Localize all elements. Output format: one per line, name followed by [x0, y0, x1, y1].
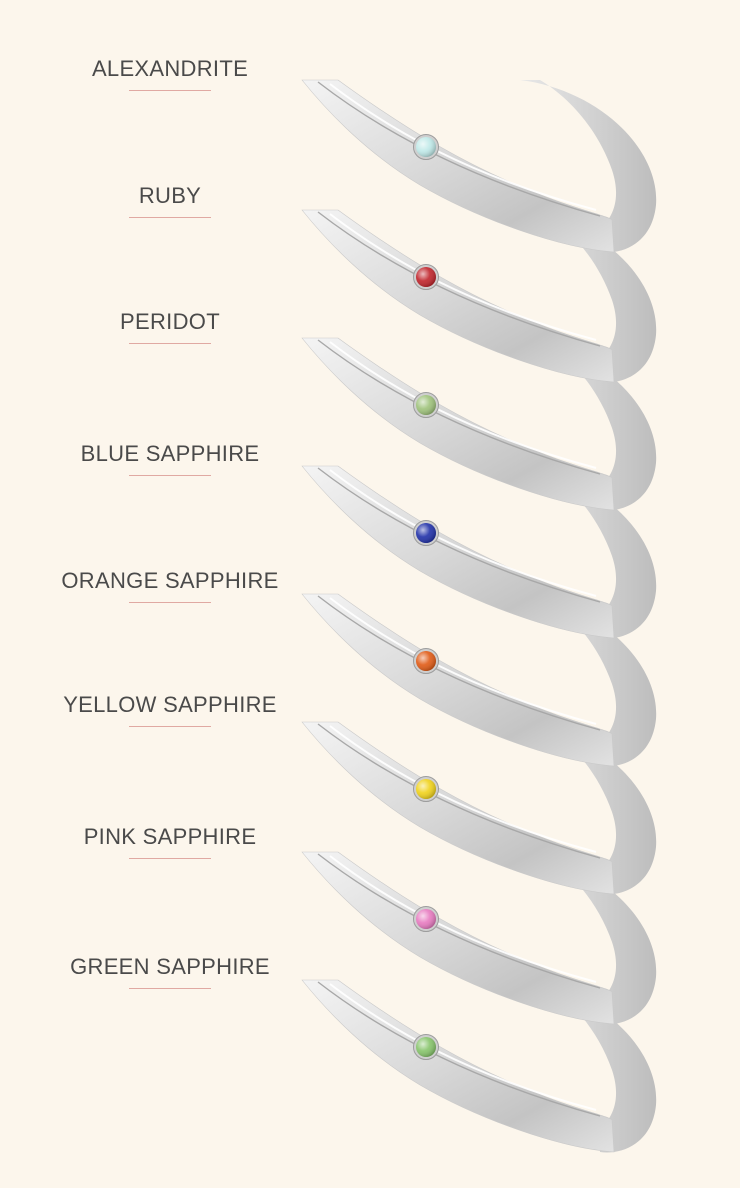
- ring-highlight: [329, 855, 597, 983]
- ring-front-band: [301, 209, 615, 383]
- stone-name: RUBY: [138, 183, 202, 208]
- ring-highlight: [329, 983, 597, 1111]
- ring-front-band: [301, 851, 615, 1025]
- ring-peridot: [301, 337, 657, 511]
- label-underline: [129, 343, 211, 344]
- label-underline: [129, 217, 211, 218]
- ring-front-band: [301, 593, 615, 767]
- stone-name: PERIDOT: [120, 309, 220, 334]
- label-underline: [129, 726, 211, 727]
- gem-shine: [416, 395, 436, 415]
- ring-back-band: [520, 980, 657, 1153]
- ring-highlight: [329, 597, 597, 725]
- ring-back-band: [520, 466, 657, 639]
- label-underline: [129, 90, 211, 91]
- stone-label-ruby: RUBY: [0, 183, 340, 218]
- ring-front-band: [301, 979, 615, 1153]
- ring-yellow-sapphire: [301, 721, 657, 895]
- stone-name: GREEN SAPPHIRE: [70, 954, 270, 979]
- stone-label-orange-sapphire: ORANGE SAPPHIRE: [0, 568, 340, 603]
- gem-shine: [416, 909, 436, 929]
- ring-back-band: [520, 852, 657, 1025]
- ring-orange-sapphire: [301, 593, 657, 767]
- ring-highlight: [329, 469, 597, 597]
- stone-label-peridot: PERIDOT: [0, 309, 340, 344]
- stone-label-yellow-sapphire: YELLOW SAPPHIRE: [0, 692, 340, 727]
- stone-labels: ALEXANDRITE RUBY PERIDOT BLUE SAPPHIRE O…: [0, 0, 340, 1188]
- label-underline: [129, 475, 211, 476]
- ring-green-sapphire: [301, 979, 657, 1153]
- ring-front-band: [301, 465, 615, 639]
- label-underline: [129, 988, 211, 989]
- ring-back-band: [520, 722, 657, 895]
- stone-label-blue-sapphire: BLUE SAPPHIRE: [0, 441, 340, 476]
- stone-name: YELLOW SAPPHIRE: [63, 692, 277, 717]
- label-underline: [129, 602, 211, 603]
- ring-back-band: [520, 338, 657, 511]
- ring-front-band: [301, 79, 615, 253]
- gem-shine: [416, 267, 436, 287]
- stone-name: PINK SAPPHIRE: [83, 824, 257, 849]
- ring-back-band: [520, 210, 657, 383]
- ring-front-band: [301, 337, 615, 511]
- ring-front-band: [301, 721, 615, 895]
- ring-highlight: [329, 341, 597, 469]
- ring-back-band: [520, 80, 657, 253]
- ring-highlight: [329, 725, 597, 853]
- stone-label-alexandrite: ALEXANDRITE: [0, 56, 340, 91]
- ring-back-band: [520, 594, 657, 767]
- ring-ruby: [301, 209, 657, 383]
- stone-name: ALEXANDRITE: [91, 56, 249, 81]
- label-underline: [129, 858, 211, 859]
- gem-shine: [416, 651, 436, 671]
- ring-highlight: [329, 83, 597, 211]
- stone-label-pink-sapphire: PINK SAPPHIRE: [0, 824, 340, 859]
- stone-label-green-sapphire: GREEN SAPPHIRE: [0, 954, 340, 989]
- gem-shine: [416, 779, 436, 799]
- gem-shine: [416, 137, 436, 157]
- stone-name: BLUE SAPPHIRE: [80, 441, 260, 466]
- ring-pink-sapphire: [301, 851, 657, 1025]
- stone-name: ORANGE SAPPHIRE: [61, 568, 279, 593]
- ring-alexandrite: [301, 79, 657, 253]
- gem-shine: [416, 1037, 436, 1057]
- ring-blue-sapphire: [301, 465, 657, 639]
- gem-shine: [416, 523, 436, 543]
- ring-highlight: [329, 213, 597, 341]
